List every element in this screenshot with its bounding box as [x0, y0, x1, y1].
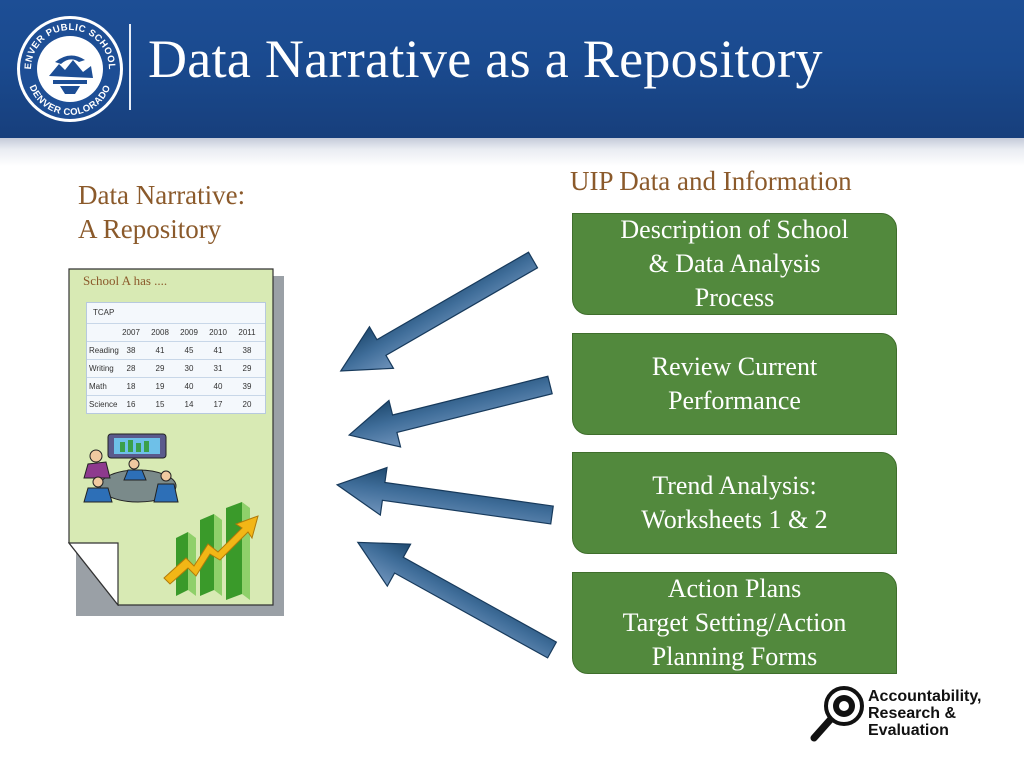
box-line: Process [694, 283, 775, 312]
are-logo-line1: Accountability, [868, 688, 982, 705]
row-subject: Writing [89, 364, 114, 373]
arrow-left-icon [356, 541, 558, 659]
table-title: TCAP [93, 308, 115, 317]
left-heading: Data Narrative: A Repository [78, 178, 245, 246]
header-divider [129, 24, 131, 110]
year-header: 2008 [151, 328, 169, 337]
table-cell: 38 [126, 346, 136, 355]
row-subject: Science [89, 400, 118, 409]
table-cell: 16 [126, 400, 136, 409]
right-heading: UIP Data and Information [570, 166, 852, 196]
box-line: Review Current [651, 352, 818, 381]
page-title: Data Narrative as a Repository [148, 29, 823, 89]
table-cell: 41 [213, 346, 223, 355]
table-row: Math 18 19 40 40 39 [87, 377, 265, 395]
box-trend-analysis: Trend Analysis: Worksheets 1 & 2 [572, 452, 897, 554]
box-line: & Data Analysis [648, 249, 821, 278]
are-logo-line2: Research & [868, 705, 957, 722]
box-line: Description of School [620, 215, 849, 244]
table-cell: 45 [184, 346, 194, 355]
table-cell: 38 [242, 346, 252, 355]
growth-chart-clipart [163, 502, 259, 600]
table-cell: 18 [126, 382, 136, 391]
left-heading-line2: A Repository [78, 214, 222, 244]
table-cell: 29 [242, 364, 252, 373]
box-action-plans: Action Plans Target Setting/Action Plann… [572, 572, 897, 674]
year-header: 2011 [238, 328, 256, 337]
box-line: Target Setting/Action [622, 608, 847, 637]
table-cell: 15 [155, 400, 165, 409]
box-line: Planning Forms [651, 642, 818, 671]
box-line: Performance [668, 386, 801, 415]
arrow-left-icon [347, 375, 553, 448]
table-cell: 29 [155, 364, 165, 373]
table-cell: 30 [184, 364, 194, 373]
box-review-performance: Review Current Performance [572, 333, 897, 435]
table-cell: 39 [242, 382, 252, 391]
table-cell: 40 [184, 382, 194, 391]
arrow-left-icon [339, 251, 539, 372]
table-cell: 41 [155, 346, 165, 355]
meeting-clipart [83, 433, 179, 503]
school-seal-logo: DENVER PUBLIC SCHOOLS DENVER COLORADO [15, 14, 123, 122]
box-line: Trend Analysis: [652, 471, 817, 500]
table-cell: 28 [126, 364, 136, 373]
table-row: Reading 38 41 45 41 38 [87, 341, 265, 359]
magnifier-icon [810, 686, 864, 742]
table-row: Writing 28 29 30 31 29 [87, 359, 265, 377]
table-header-row: 2007 2008 2009 2010 2011 [87, 323, 265, 341]
left-heading-line1: Data Narrative: [78, 180, 246, 210]
header-banner: DENVER PUBLIC SCHOOLS DENVER COLORADO Da… [0, 0, 1024, 166]
box-description-of-school: Description of School & Data Analysis Pr… [572, 213, 897, 315]
table-cell: 31 [213, 364, 223, 373]
table-cell: 14 [184, 400, 194, 409]
table-cell: 19 [155, 382, 165, 391]
row-subject: Reading [89, 346, 119, 355]
table-cell: 20 [242, 400, 252, 409]
year-header: 2010 [209, 328, 227, 337]
table-cell: 17 [213, 400, 223, 409]
are-logo-text: Accountability, Research & Evaluation [868, 688, 982, 739]
document-label: School A has .... [83, 273, 168, 288]
table-cell: 40 [213, 382, 223, 391]
box-line: Worksheets 1 & 2 [641, 505, 828, 534]
arrow-left-icon [335, 466, 554, 525]
box-line: Action Plans [667, 574, 802, 603]
are-logo-line3: Evaluation [868, 722, 949, 739]
year-header: 2009 [180, 328, 198, 337]
tcap-table: TCAP 2007 2008 2009 2010 2011 Reading 38… [86, 302, 266, 414]
year-header: 2007 [122, 328, 140, 337]
table-row: Science 16 15 14 17 20 [87, 395, 265, 413]
row-subject: Math [89, 382, 107, 391]
